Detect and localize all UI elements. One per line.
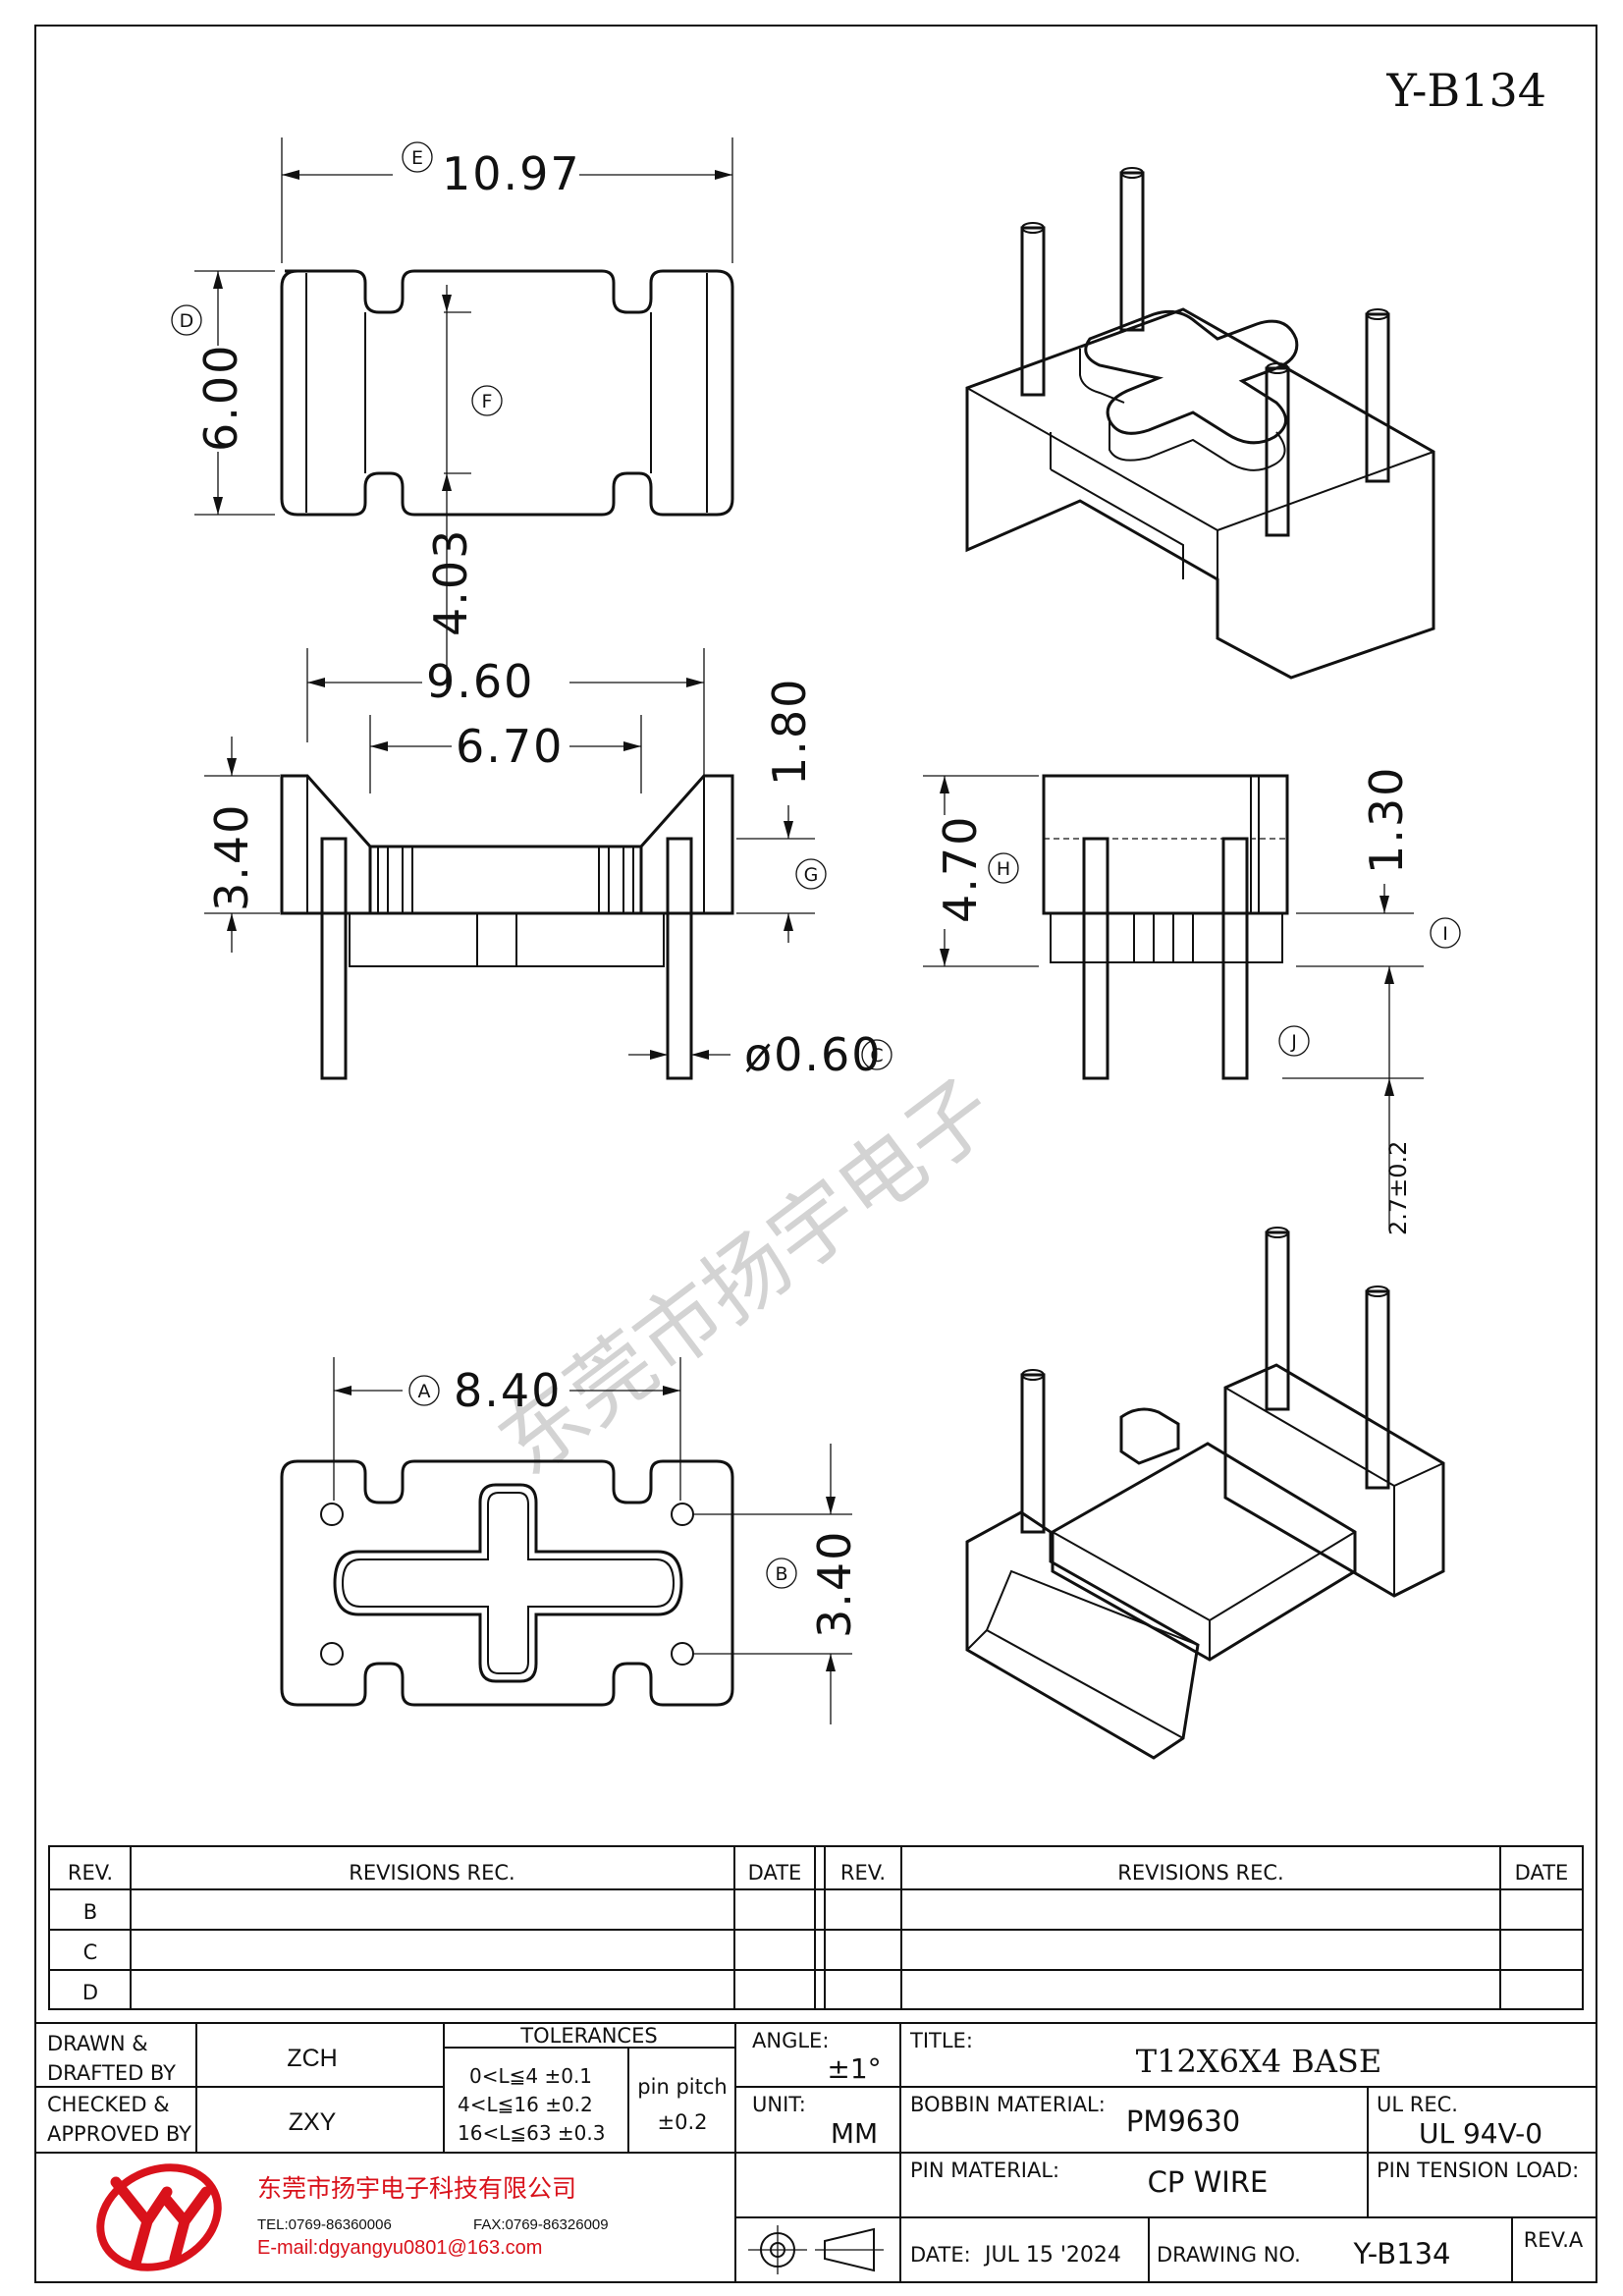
title-block: DRAWN & DRAFTED BY ZCH CHECKED & APPROVE…: [34, 2022, 1597, 2283]
date-label: DATE:: [910, 2243, 971, 2267]
drawing-code: Y-B134: [1386, 64, 1546, 117]
dim-a-pitch: 8.40: [454, 1364, 562, 1417]
callout-j: J: [1290, 1031, 1297, 1053]
drawn-label-2: DRAFTED BY: [47, 2061, 176, 2085]
pin-material-value: CP WIRE: [1148, 2165, 1269, 2199]
checked-label-1: CHECKED &: [47, 2093, 170, 2116]
tol-2: 4<L≦16 ±0.2: [458, 2093, 593, 2116]
date-value: JUL 15 '2024: [983, 2243, 1121, 2268]
bobbin-label: BOBBIN MATERIAL:: [910, 2093, 1106, 2116]
drawing-no-label: DRAWING NO.: [1157, 2243, 1301, 2267]
unit-value: MM: [831, 2117, 878, 2150]
dim-f-slot: 4.03: [424, 528, 477, 636]
bobbin-value: PM9630: [1126, 2105, 1240, 2138]
company-name: 东莞市扬宇电子科技有限公司: [257, 2174, 576, 2203]
top-view: E 10.97 D 6.00 F 4.03: [171, 137, 734, 687]
isometric-view-top: [965, 167, 1435, 680]
company-email: E-mail:dgyangyu0801@163.com: [257, 2237, 542, 2259]
rev-value: REV.A: [1524, 2228, 1584, 2252]
pin-pitch-label: pin pitch: [637, 2075, 727, 2099]
callout-b: B: [775, 1563, 787, 1585]
drawing-no-value: Y-B134: [1353, 2237, 1451, 2270]
callout-i: I: [1442, 923, 1448, 945]
isometric-view-bottom: [965, 1227, 1445, 1760]
front-view: 9.60 6.70 3.40: [204, 648, 893, 1081]
ul-value: UL 94V-0: [1419, 2117, 1542, 2150]
dim-e-width: 10.97: [442, 147, 581, 200]
rev-row-d: D: [82, 1981, 98, 2004]
checked-value: ZXY: [289, 2108, 337, 2136]
callout-h: H: [997, 858, 1010, 880]
callout-c: C: [870, 1045, 883, 1066]
dim-g-step: 1.80: [763, 678, 816, 786]
tolerances-label: TOLERANCES: [519, 2024, 657, 2048]
checked-label-2: APPROVED BY: [47, 2122, 191, 2146]
rev-row-b: B: [83, 1900, 97, 1924]
rec-header-right: REVISIONS REC.: [1117, 1861, 1283, 1885]
company-tel: TEL:0769-86360006: [257, 2216, 392, 2233]
dim-pin-dia: ø0.60: [744, 1028, 883, 1081]
callout-d: D: [180, 310, 194, 332]
dim-d-height: 6.00: [194, 344, 247, 452]
company-fax: FAX:0769-86326009: [473, 2216, 609, 2233]
title-label: TITLE:: [909, 2029, 973, 2052]
ul-label: UL REC.: [1377, 2093, 1458, 2116]
pin-material-label: PIN MATERIAL:: [910, 2159, 1059, 2182]
company-logo-icon: [96, 2163, 222, 2271]
rev-header-left: REV.: [68, 1861, 113, 1885]
tol-1: 0<L≦4 ±0.1: [469, 2064, 592, 2088]
callout-g: G: [804, 864, 819, 886]
dim-b-pitch: 3.40: [808, 1530, 861, 1638]
unit-label: UNIT:: [752, 2093, 806, 2116]
rev-header-right: REV.: [840, 1861, 886, 1885]
dim-pin-length: 2.7±0.2: [1384, 1141, 1412, 1235]
tol-3: 16<L≦63 ±0.3: [458, 2121, 605, 2145]
title-value: T12X6X4 BASE: [1136, 2043, 1381, 2080]
angle-label: ANGLE:: [752, 2029, 829, 2052]
dim-front-height: 3.40: [205, 803, 258, 911]
date-header-left: DATE: [748, 1861, 802, 1885]
rev-row-c: C: [83, 1941, 98, 1964]
bottom-view: A 8.40 B 3.40: [280, 1357, 861, 1724]
pin-pitch-value: ±0.2: [658, 2110, 708, 2134]
drawn-label-1: DRAWN &: [47, 2032, 148, 2055]
rec-header-left: REVISIONS REC.: [349, 1861, 514, 1885]
dim-front-outer: 9.60: [426, 655, 534, 708]
watermark-text: 东莞市扬宇电子: [482, 1061, 1013, 1495]
callout-a: A: [418, 1381, 431, 1402]
callout-f: F: [482, 391, 493, 412]
date-header-right: DATE: [1515, 1861, 1569, 1885]
dim-front-inner: 6.70: [456, 720, 564, 773]
revision-table: REV. REVISIONS REC. DATE REV. REVISIONS …: [48, 1845, 1584, 2010]
angle-value: ±1°: [827, 2052, 881, 2085]
projection-symbol-icon: [748, 2225, 884, 2274]
dim-i-step: 1.30: [1360, 766, 1413, 874]
callout-e: E: [411, 147, 423, 169]
dim-h-height: 4.70: [934, 815, 987, 923]
drawn-value: ZCH: [287, 2045, 337, 2072]
side-view: 4.70 H 1.30 I J 2.7±0.2: [923, 766, 1461, 1235]
pin-tension-label: PIN TENSION LOAD:: [1377, 2159, 1579, 2182]
